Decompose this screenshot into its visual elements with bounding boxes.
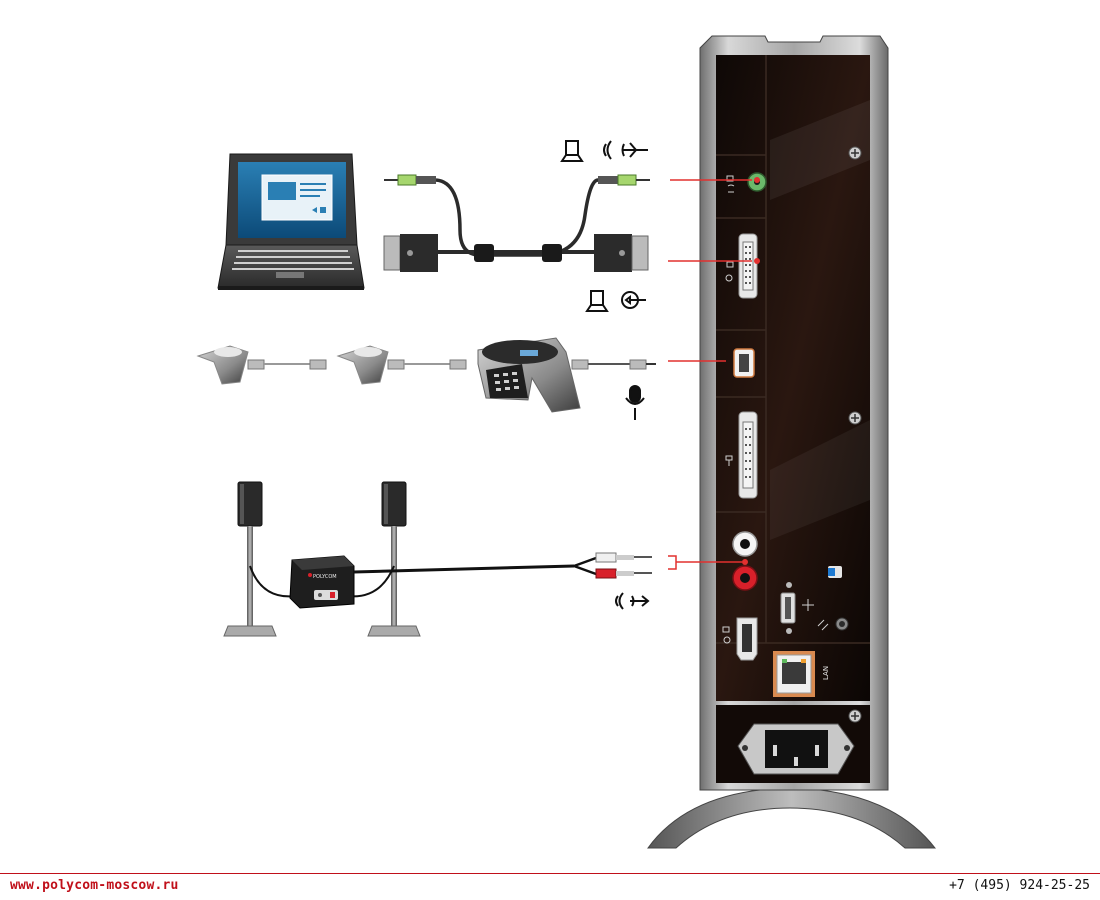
lan-port-label: LAN — [822, 666, 830, 680]
speaker-brand-label: POLYCOM — [313, 574, 337, 580]
speaker-left — [223, 481, 277, 637]
microphone-icon — [625, 385, 645, 420]
footer-divider — [0, 873, 1100, 874]
microphone-cable — [387, 359, 467, 370]
reset-button[interactable] — [817, 617, 849, 631]
mini-jack-connector — [598, 174, 650, 186]
mini-jack-connector — [384, 174, 436, 186]
audio-input-icon — [621, 142, 648, 158]
codec-unit: LAN — [647, 35, 937, 849]
dvi-plug-connector — [383, 234, 438, 272]
subwoofer-box: POLYCOM — [289, 555, 355, 609]
microphone-cable — [571, 359, 656, 370]
hdmi-out-port[interactable] — [722, 617, 758, 661]
laptop-icon — [585, 290, 609, 312]
rca-white-out-port[interactable] — [732, 531, 758, 557]
connection-lines — [668, 179, 752, 570]
svg-text:LAN: LAN — [822, 666, 830, 680]
power-socket[interactable] — [737, 723, 855, 775]
video-input-icon — [621, 291, 646, 309]
speaker-right — [367, 481, 421, 637]
laptop-cable-assembly — [383, 174, 650, 272]
rca-red-out-port[interactable] — [732, 565, 758, 591]
usb-port[interactable] — [780, 582, 814, 634]
screw-icon — [848, 146, 862, 160]
screw-icon — [848, 411, 862, 425]
microphone-pod — [196, 345, 249, 385]
unit-stand — [647, 787, 937, 849]
footer-website-link[interactable]: www.polycom-moscow.ru — [10, 878, 179, 893]
dvi-in-port[interactable] — [725, 233, 758, 299]
microphone-port[interactable] — [733, 348, 755, 378]
screw-icon — [848, 709, 862, 723]
audio-wave-icon — [603, 140, 612, 160]
audio-output-icon — [615, 592, 650, 610]
dvi-plug-connector — [594, 234, 649, 272]
audio-out-cable — [353, 552, 652, 579]
microphone-pod — [336, 345, 389, 385]
conference-phone — [477, 337, 581, 413]
laptop-device — [217, 153, 365, 290]
status-led-indicator — [828, 566, 842, 578]
laptop-icon — [560, 140, 584, 162]
microphone-cable — [247, 359, 327, 370]
lan-port[interactable] — [773, 651, 815, 697]
footer-phone: +7 (495) 924-25-25 — [949, 878, 1090, 893]
dvi-out-port[interactable] — [725, 411, 758, 499]
